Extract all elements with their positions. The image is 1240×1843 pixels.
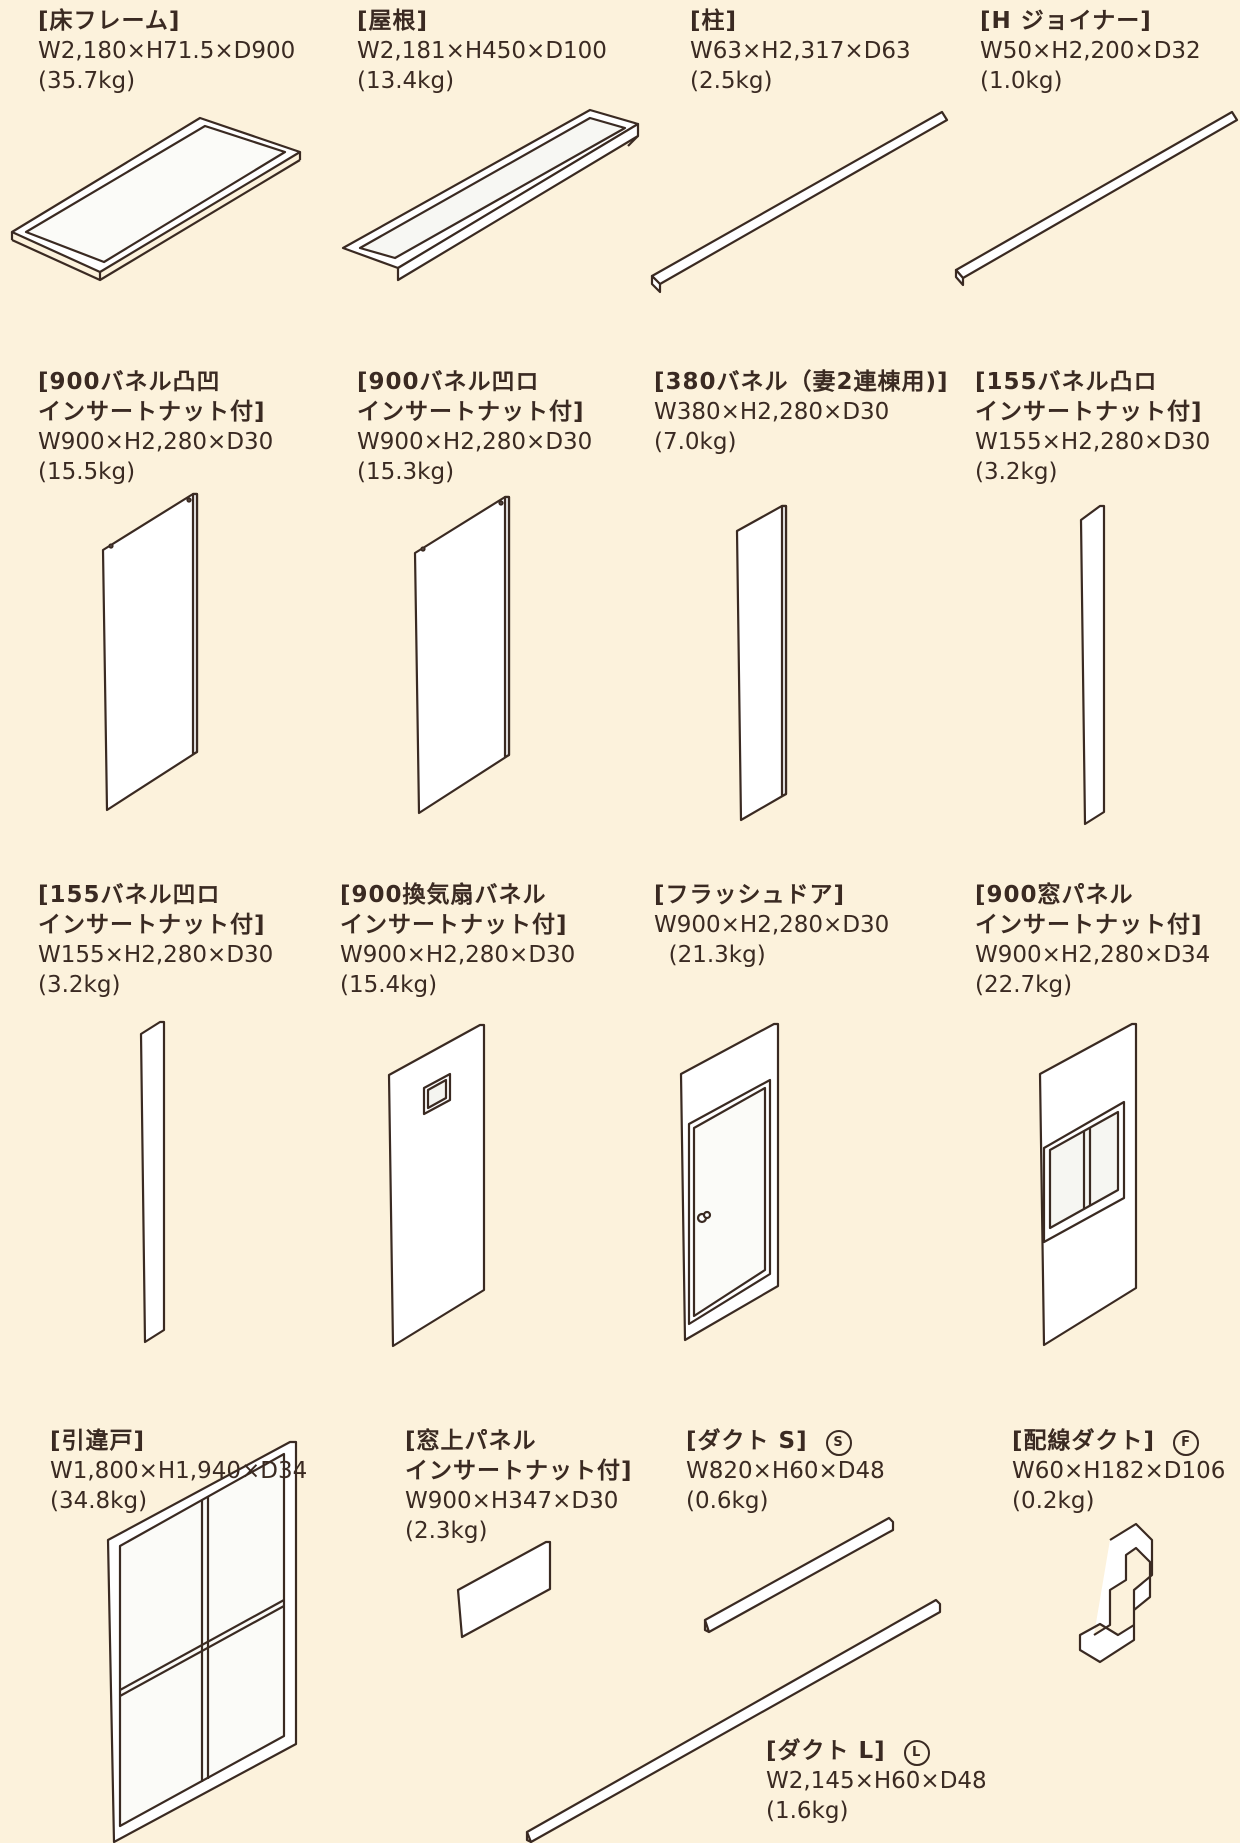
item-weight: (34.8kg) bbox=[50, 1488, 148, 1514]
flush-door-drawing bbox=[679, 1022, 780, 1342]
h-joiner-drawing bbox=[954, 110, 1239, 287]
item-floor-frame: [床フレーム] W2,180×H71.5×D900 (35.7kg) bbox=[38, 6, 295, 96]
item-title: [配線ダクト] bbox=[1012, 1428, 1156, 1454]
item-weight: (22.7kg) bbox=[975, 972, 1073, 998]
panel-900-b-drawing bbox=[413, 495, 511, 815]
item-panel-155-a: [155バネル凸ロ インサートナット付] W155×H2,280×D30 (3.… bbox=[975, 367, 1210, 487]
floor-frame-drawing bbox=[10, 116, 302, 282]
item-dimensions: W900×H2,280×D34 bbox=[975, 942, 1211, 968]
item-duct-s: [ダクト S] S W820×H60×D48 (0.6kg) bbox=[686, 1426, 885, 1516]
item-panel-155-b: [155バネル凹ロ インサートナット付] W155×H2,280×D30 (3.… bbox=[38, 880, 273, 1000]
item-dimensions: W2,180×H71.5×D900 bbox=[38, 38, 296, 64]
item-title: [380バネル（妻2連棟用)] bbox=[654, 369, 949, 395]
item-weight: (13.4kg) bbox=[357, 68, 455, 94]
item-h-joiner: [H ジョイナー] W50×H2,200×D32 (1.0kg) bbox=[980, 6, 1201, 96]
duct-s-drawing bbox=[703, 1516, 895, 1634]
sliding-door-drawing bbox=[106, 1440, 298, 1843]
item-dimensions: W50×H2,200×D32 bbox=[980, 38, 1201, 64]
panel-155-b-drawing bbox=[139, 1020, 166, 1344]
post-drawing bbox=[650, 110, 949, 294]
item-title: [ダクト S] bbox=[686, 1428, 808, 1454]
item-weight: (2.5kg) bbox=[690, 68, 773, 94]
item-window-panel: [900窓パネル インサートナット付] W900×H2,280×D34 (22.… bbox=[975, 880, 1210, 1000]
item-sliding-door: [引違戸] W1,800×H1,940×D34 (34.8kg) bbox=[50, 1426, 307, 1516]
item-title: [フラッシュドア] bbox=[654, 882, 846, 908]
item-dimensions: W820×H60×D48 bbox=[686, 1458, 885, 1484]
item-panel-380: [380バネル（妻2連棟用)] W380×H2,280×D30 (7.0kg) bbox=[654, 367, 949, 457]
roof-drawing bbox=[341, 108, 640, 282]
item-weight: (21.3kg) bbox=[654, 942, 766, 968]
item-panel-900-b: [900バネル凹ロ インサートナット付] W900×H2,280×D30 (15… bbox=[357, 367, 592, 487]
item-title: [H ジョイナー] bbox=[980, 8, 1152, 34]
wiring-duct-drawing bbox=[1078, 1522, 1154, 1664]
item-duct-l: [ダクト L] L W2,145×H60×D48 (1.6kg) bbox=[766, 1736, 987, 1826]
item-title: [ダクト L] bbox=[766, 1738, 886, 1764]
item-weight: (2.3kg) bbox=[405, 1518, 488, 1544]
item-flush-door: [フラッシュドア] W900×H2,280×D30 (21.3kg) bbox=[654, 880, 889, 970]
item-title-row: [ダクト L] L bbox=[766, 1736, 987, 1766]
item-dimensions: W900×H2,280×D30 bbox=[38, 429, 274, 455]
item-title: [屋根] bbox=[357, 8, 429, 34]
item-weight: (35.7kg) bbox=[38, 68, 136, 94]
duct-l-drawing bbox=[525, 1598, 942, 1843]
item-weight: (0.6kg) bbox=[686, 1488, 769, 1514]
item-panel-900-a: [900バネル凸凹 インサートナット付] W900×H2,280×D30 (15… bbox=[38, 367, 273, 487]
item-dimensions: W155×H2,280×D30 bbox=[975, 429, 1211, 455]
item-title: [床フレーム] bbox=[38, 8, 181, 34]
item-roof: [屋根] W2,181×H450×D100 (13.4kg) bbox=[357, 6, 607, 96]
item-title: [引違戸] bbox=[50, 1428, 146, 1454]
item-dimensions: W60×H182×D106 bbox=[1012, 1458, 1226, 1484]
item-dimensions: W900×H347×D30 bbox=[405, 1488, 619, 1514]
transom-panel-drawing bbox=[456, 1540, 552, 1639]
item-dimensions: W155×H2,280×D30 bbox=[38, 942, 274, 968]
item-weight: (15.3kg) bbox=[357, 459, 455, 485]
panel-155-a-drawing bbox=[1079, 504, 1106, 826]
item-weight: (15.4kg) bbox=[340, 972, 438, 998]
l-mark-icon: L bbox=[903, 1740, 930, 1766]
item-dimensions: W900×H2,280×D30 bbox=[340, 942, 576, 968]
item-title: [155バネル凹ロ インサートナット付] bbox=[38, 882, 266, 938]
item-weight: (3.2kg) bbox=[975, 459, 1058, 485]
item-weight: (0.2kg) bbox=[1012, 1488, 1095, 1514]
panel-vent-drawing bbox=[387, 1023, 486, 1348]
item-weight: (1.0kg) bbox=[980, 68, 1063, 94]
item-dimensions: W2,181×H450×D100 bbox=[357, 38, 607, 64]
item-title: [窓上パネル インサートナット付] bbox=[405, 1428, 633, 1484]
item-weight: (1.6kg) bbox=[766, 1798, 849, 1824]
item-weight: (7.0kg) bbox=[654, 429, 737, 455]
window-panel-drawing bbox=[1038, 1022, 1138, 1347]
item-post: [柱] W63×H2,317×D63 (2.5kg) bbox=[690, 6, 911, 96]
item-dimensions: W2,145×H60×D48 bbox=[766, 1768, 987, 1794]
item-title: [900バネル凸凹 インサートナット付] bbox=[38, 369, 266, 425]
item-title-row: [ダクト S] S bbox=[686, 1426, 885, 1456]
item-wiring-duct: [配線ダクト] F W60×H182×D106 (0.2kg) bbox=[1012, 1426, 1225, 1516]
item-title: [柱] bbox=[690, 8, 738, 34]
item-title: [155バネル凸ロ インサートナット付] bbox=[975, 369, 1203, 425]
panel-380-drawing bbox=[735, 504, 788, 822]
s-mark-icon: S bbox=[825, 1430, 852, 1456]
item-title: [900バネル凹ロ インサートナット付] bbox=[357, 369, 585, 425]
item-dimensions: W63×H2,317×D63 bbox=[690, 38, 911, 64]
item-panel-vent: [900換気扇バネル インサートナット付] W900×H2,280×D30 (1… bbox=[340, 880, 575, 1000]
item-dimensions: W380×H2,280×D30 bbox=[654, 399, 890, 425]
item-weight: (15.5kg) bbox=[38, 459, 136, 485]
item-transom-panel: [窓上パネル インサートナット付] W900×H347×D30 (2.3kg) bbox=[405, 1426, 633, 1546]
item-title: [900窓パネル インサートナット付] bbox=[975, 882, 1203, 938]
item-dimensions: W1,800×H1,940×D34 bbox=[50, 1458, 308, 1484]
item-dimensions: W900×H2,280×D30 bbox=[654, 912, 890, 938]
f-mark-icon: F bbox=[1173, 1430, 1200, 1456]
item-dimensions: W900×H2,280×D30 bbox=[357, 429, 593, 455]
panel-900-a-drawing bbox=[101, 492, 199, 812]
item-title-row: [配線ダクト] F bbox=[1012, 1426, 1225, 1456]
item-weight: (3.2kg) bbox=[38, 972, 121, 998]
item-title: [900換気扇バネル インサートナット付] bbox=[340, 882, 568, 938]
